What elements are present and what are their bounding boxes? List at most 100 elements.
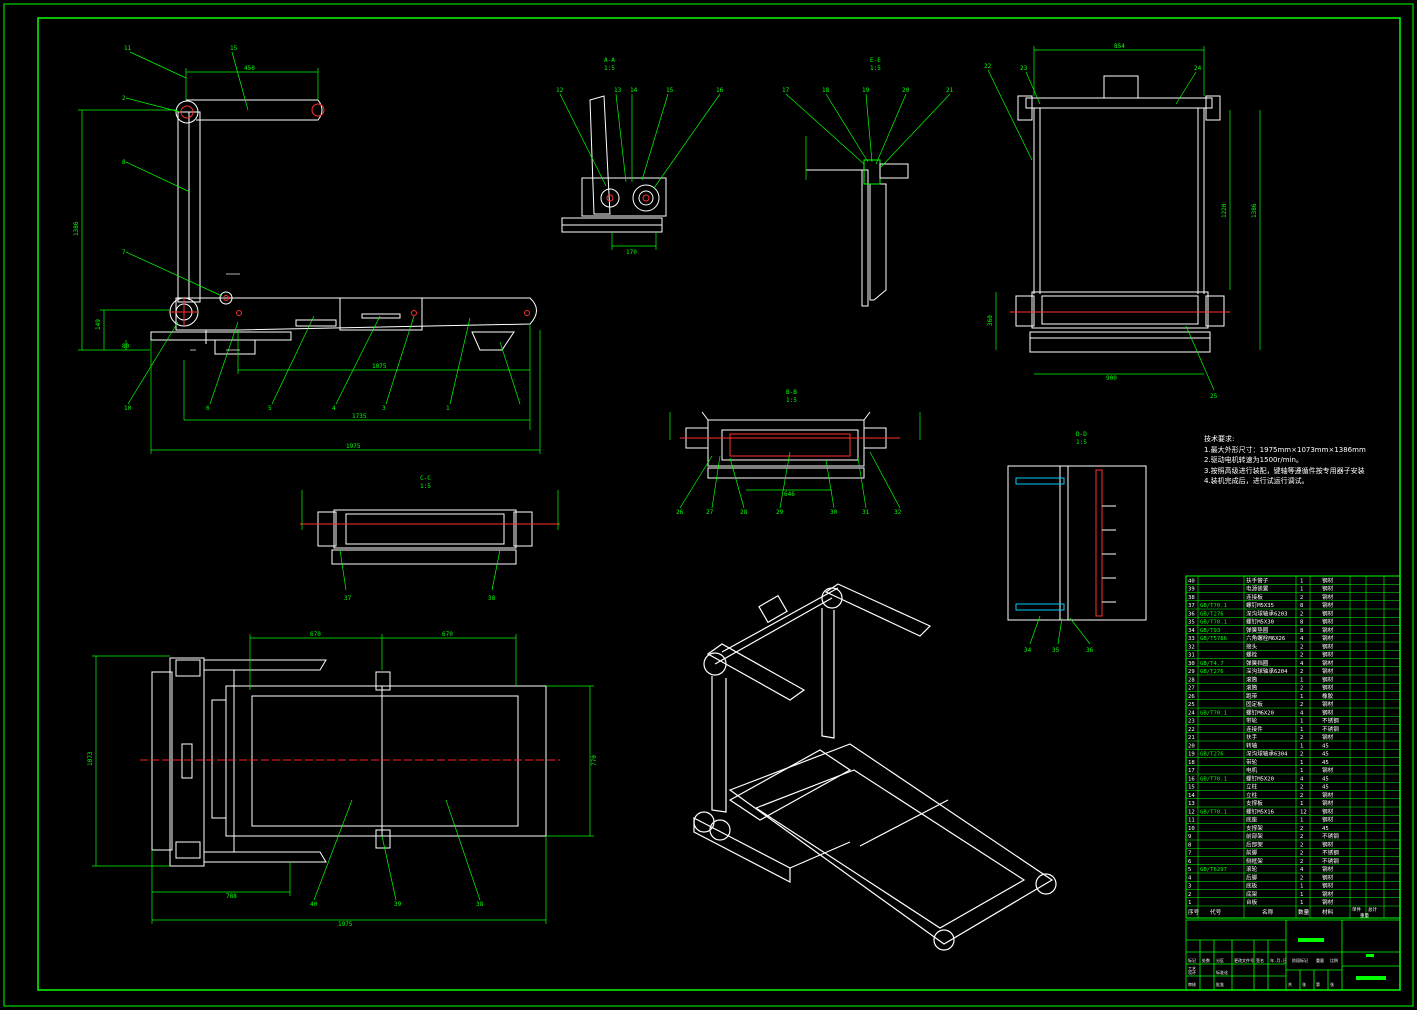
section-bb-dims [669,412,921,509]
section-title: D-D [1076,431,1087,438]
side-view-dimensions [78,51,541,454]
dimension-text: 80 [122,343,130,350]
dimension-text: 670 [310,631,321,638]
bom-cell: 钢材 [1322,675,1334,683]
bom-cell: 电源装置 [1246,585,1269,593]
bom-cell: 弹簧垫圈 [1246,626,1269,634]
title-block [1185,919,1401,991]
bom-cell: 钢材 [1322,733,1334,741]
bom-cell: 1 [1300,760,1303,766]
section-title: C-C [420,475,431,482]
bom-cell: 1 [1300,900,1303,906]
bom-cell: 1 [1300,677,1303,683]
balloon-label: 13 [614,87,622,94]
balloon-label: 32 [894,509,902,516]
bom-cell: 1 [1300,768,1303,774]
technical-requirements: 技术要求: 1.最大外形尺寸：1975mm×1073mm×1386mm 2.驱动… [1204,434,1366,487]
balloon-label: 1 [446,405,450,412]
dimension-text: 854 [1114,43,1125,50]
balloon-label: 10 [124,405,132,412]
bom-cell: 8 [1300,603,1304,609]
bom-cell: 12 [1300,809,1307,815]
bom-cell: GB/T276 [1200,611,1224,617]
dimension-text: 646 [784,491,795,498]
bom-cell: GB/T4.7 [1200,661,1224,667]
bom-cell: 不锈钢 [1322,717,1339,725]
dimension-text: 1975 [346,443,361,450]
title-block-label: 标记 [1188,957,1196,963]
bom-cell: 26 [1188,694,1195,700]
bom-cell: 2 [1300,851,1303,857]
bom-cell: 19 [1188,752,1195,758]
bom-cell: 7 [1188,851,1191,857]
bom-cell: 13 [1188,801,1195,807]
bom-cell: 钢材 [1322,651,1334,659]
title-block-label: 工艺 [1188,966,1196,971]
section-ee-dims [785,93,951,180]
balloon-label: 26 [676,509,684,516]
title-block-labels: 标记处数分区更改文件号签名年.月.日设计标准化审核工艺批准阶段标记重量比例共张第… [1188,957,1338,987]
section-scale: 1:5 [604,65,615,72]
balloon-label: 17 [782,87,790,94]
balloon-label: 16 [716,87,724,94]
bom-cell: 2 [1300,785,1303,791]
balloon-label: 25 [1210,393,1218,400]
section-bb-labels: B-B 1:5 26 27 28 29 30 31 32 646 [676,389,902,516]
plan-view [140,657,560,867]
balloon-label: 11 [124,45,132,52]
title-block-label: 第 [1316,981,1320,987]
bom-cell: 22 [1188,727,1195,733]
title-block-label: 分区 [1216,957,1224,963]
bom-cell: 11 [1188,818,1195,824]
title-block-label: 更改文件号 [1234,957,1254,963]
bom-cell: 6 [1188,859,1191,865]
bom-cell: 滚轮 [1246,865,1258,873]
bom-cell: 23 [1188,719,1195,725]
section-aa-labels: A-A 1:5 12 13 14 15 16 170 [556,57,724,256]
balloon-label: 20 [902,87,910,94]
section-bb [680,411,900,479]
balloon-label: 6 [206,405,210,412]
dimension-text: 149 [95,319,102,330]
bom-cell: 弹簧挡圈 [1246,659,1269,667]
bom-cell: 2 [1188,892,1191,898]
bom-cell: 钢材 [1322,873,1334,881]
balloon-label: 38 [476,901,484,908]
balloon-label: 28 [740,509,748,516]
isometric-view [693,583,1057,951]
section-scale: 1:5 [786,397,797,404]
bom-header-cell: 数量 [1298,908,1310,916]
bom-cell: 深沟球轴承6203 [1246,609,1287,617]
bom-cell: 4 [1300,710,1304,716]
bom-cell: 不锈钢 [1322,849,1339,857]
section-dd-dims [1029,615,1091,645]
balloon-label: 8 [122,159,126,166]
bom-cell: 钢材 [1322,667,1334,675]
bom-cell: 40 [1188,578,1195,584]
bom-cell: 45 [1322,752,1329,758]
balloon-label: 7 [122,249,126,256]
bom-header-extra: 重量 [1360,912,1369,919]
bom-cell: GB/T70.1 [1200,710,1227,716]
bom-cell: 32 [1188,644,1195,650]
balloon-label: 5 [268,405,272,412]
bom-cell: 33 [1188,636,1195,642]
bom-cell: 钢材 [1322,890,1334,898]
bom-cell: 17 [1188,768,1195,774]
bom-cell: 后脚 [1246,873,1258,881]
section-title: A-A [604,57,615,64]
title-block-label: 设计 [1188,969,1196,975]
bom-cell: 2 [1300,793,1303,799]
bom-cell: 1 [1300,884,1303,890]
bom-cell: 24 [1188,710,1195,716]
dimension-text: 770 [591,755,598,766]
bom-cell: 1 [1300,801,1303,807]
bom-cell: 15 [1188,785,1195,791]
inner-frame [37,17,1401,991]
bom-cell: 钢材 [1322,816,1334,824]
balloon-label: 2 [122,95,126,102]
bom-cell: 12 [1188,809,1195,815]
balloon-label: 22 [984,63,992,70]
bom-cell: 钢材 [1322,840,1334,848]
title-block-label: 共 [1288,981,1292,987]
